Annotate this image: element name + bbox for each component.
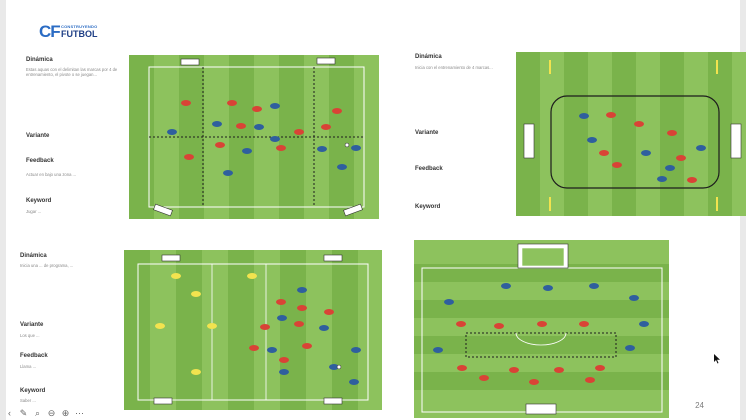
- field-diagram-4: [414, 240, 669, 418]
- variante-text-3: Los que ...: [20, 333, 40, 338]
- variante-title-2: Variante: [415, 130, 439, 136]
- more-icon[interactable]: ⋯: [75, 407, 84, 418]
- mouse-cursor-icon: [714, 354, 720, 364]
- dinamica-text-2: Inicia con el entrenamiento de 4 marcas.…: [415, 65, 493, 70]
- zoom-out-icon[interactable]: ⊖: [47, 407, 56, 418]
- keyword-title-2: Keyword: [415, 204, 441, 210]
- feedback-text-3: Llama ...: [20, 364, 37, 369]
- prev-icon[interactable]: ‹: [8, 408, 11, 418]
- brand-mark: CF: [39, 22, 61, 41]
- variante-title-3: Variante: [20, 322, 44, 328]
- dinamica-title-2: Dinámica: [415, 54, 442, 60]
- variante-title: Variante: [26, 133, 50, 139]
- dinamica-title: Dinámica: [26, 57, 53, 63]
- page-number: 24: [695, 401, 704, 410]
- keyword-text-3: Saber ...: [20, 398, 36, 403]
- feedback-title-3: Feedback: [20, 353, 48, 359]
- feedback-text: Actuar en bajo una zona ...: [26, 172, 77, 177]
- brand-small: CONSTRUYENDO: [61, 24, 98, 29]
- dinamica-text: Estas aquas con el delimitan las marcas …: [26, 67, 118, 78]
- zoom-in-icon[interactable]: ⊕: [61, 407, 70, 418]
- slide-page: CF CONSTRUYENDO FUTBOL Dinámica Estas aq…: [6, 0, 746, 420]
- feedback-title-2: Feedback: [415, 166, 443, 172]
- brand-logo: CF CONSTRUYENDO FUTBOL: [39, 22, 98, 44]
- dinamica-title-3: Dinámica: [20, 253, 47, 259]
- keyword-text: Jugar ...: [26, 209, 42, 214]
- dinamica-text-3: Inicia una ... de programa, ...: [20, 263, 74, 268]
- brand-big: FUTBOL: [61, 29, 98, 39]
- keyword-title: Keyword: [26, 198, 52, 204]
- keyword-title-3: Keyword: [20, 388, 46, 394]
- field-diagram-3: [124, 250, 382, 410]
- field-diagram-2: [516, 52, 746, 216]
- field-diagram-1: [129, 55, 379, 219]
- viewer-toolbar: ‹ ✎ ⌕ ⊖ ⊕ ⋯: [0, 406, 144, 420]
- search-icon[interactable]: ⌕: [34, 407, 41, 418]
- pen-icon[interactable]: ✎: [19, 407, 28, 418]
- feedback-title: Feedback: [26, 158, 54, 164]
